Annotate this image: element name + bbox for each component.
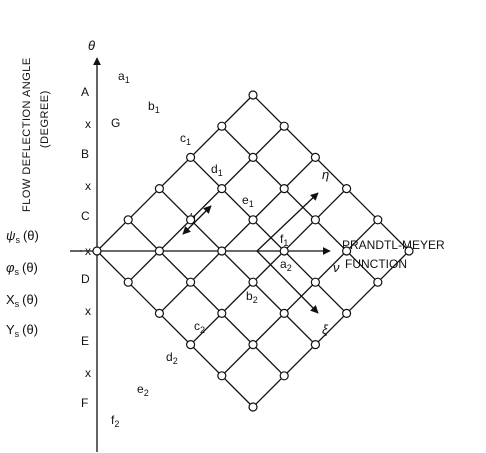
upper-label-c1: c1 (180, 131, 191, 147)
theta-symbol: θ (88, 38, 95, 53)
lower-label-d2: d2 (166, 350, 178, 366)
eta-symbol: η (322, 167, 329, 182)
lower-label-c2: c2 (194, 319, 205, 335)
nu-symbol: ν (333, 260, 340, 275)
grid-node (279, 184, 289, 194)
upper-label-e1: e1 (242, 193, 254, 209)
lower-label-f2: f2 (111, 413, 119, 429)
x-mark-1: x (85, 117, 91, 131)
grid-node (248, 340, 258, 350)
h-spacing-arrow (182, 205, 212, 235)
point-label-g: G (111, 116, 120, 130)
grid-node (217, 184, 227, 194)
down-characteristic-5 (252, 94, 410, 252)
grid-node (248, 152, 258, 162)
grid-node (279, 246, 289, 256)
point-label-d: D (81, 272, 90, 286)
lower-label-e2: e2 (137, 382, 149, 398)
grid-node (404, 246, 414, 256)
grid-nodes (92, 90, 414, 412)
grid-node (279, 371, 289, 381)
grid-node (248, 90, 258, 100)
grid-node (154, 246, 164, 256)
point-label-e: E (81, 334, 89, 348)
up-characteristic-3 (190, 188, 348, 346)
grid-node (248, 277, 258, 287)
grid-node (123, 277, 133, 287)
lower-label-a2: a2 (280, 257, 292, 273)
grid-node (217, 308, 227, 318)
grid-node (154, 308, 164, 318)
up-characteristic-1 (127, 125, 285, 283)
svg-text:Xs(θ): Xs(θ) (6, 292, 38, 309)
grid-node (154, 184, 164, 194)
svg-text:φs(θ): φs(θ) (6, 260, 38, 277)
grid-node (310, 340, 320, 350)
grid-node (342, 246, 352, 256)
svg-text:Ys(θ): Ys(θ) (6, 322, 38, 339)
down-characteristic-3 (190, 156, 348, 314)
down-characteristic-1 (127, 219, 285, 377)
grid-node (123, 215, 133, 225)
grid-node (186, 152, 196, 162)
grid-node (186, 215, 196, 225)
grid-node (248, 215, 258, 225)
xi-symbol: ξ (322, 322, 329, 337)
x-mark-3: x (85, 244, 91, 258)
theta-axis-title-line2: (DEGREE) (39, 90, 51, 148)
grid-node (217, 246, 227, 256)
grid-node (373, 215, 383, 225)
function-label-x: Xs(θ) (6, 292, 38, 309)
grid-node (186, 277, 196, 287)
grid-node (342, 308, 352, 318)
up-characteristic-4 (221, 219, 379, 377)
grid-node (217, 121, 227, 131)
function-label-psi: ψs(θ) (6, 228, 39, 245)
down-characteristic-2 (158, 188, 316, 346)
grid-node (186, 340, 196, 350)
svg-text:ψs(θ): ψs(θ) (6, 228, 39, 245)
up-characteristic-0 (96, 94, 254, 252)
down-characteristic-4 (221, 125, 379, 283)
grid-node (310, 152, 320, 162)
point-label-f: F (81, 396, 88, 410)
upper-label-b1: b1 (148, 99, 160, 115)
x-mark-5: x (85, 366, 91, 380)
point-label-c: C (81, 209, 90, 223)
lower-label-b2: b2 (246, 289, 258, 305)
x-mark-4: x (85, 304, 91, 318)
eta-axis (256, 192, 319, 252)
grid-node (310, 215, 320, 225)
grid-node (373, 277, 383, 287)
function-label-y: Ys(θ) (6, 322, 38, 339)
xi-axis (256, 250, 319, 314)
grid-node (279, 308, 289, 318)
nu-axis-title-line2: FUNCTION (345, 257, 407, 271)
point-label-a: A (81, 85, 89, 99)
up-characteristic-5 (252, 250, 410, 408)
x-mark-2: x (85, 179, 91, 193)
nu-axis-title-line1: PRANDTL-MEYER (342, 238, 445, 252)
grid-node (217, 371, 227, 381)
up-characteristic-2 (158, 156, 316, 314)
down-characteristic-0 (96, 250, 254, 408)
upper-label-a1: a1 (118, 69, 130, 85)
upper-label-d1: d1 (211, 162, 223, 178)
upper-label-f1: f1 (280, 232, 288, 248)
grid-node (310, 277, 320, 287)
theta-axis-title-line1: FLOW DEFLECTION ANGLE (21, 57, 33, 212)
point-label-b: B (81, 147, 89, 161)
function-label-phi: φs(θ) (6, 260, 38, 277)
grid-node (279, 121, 289, 131)
grid-node (248, 402, 258, 412)
grid-node (92, 246, 102, 256)
grid-node (342, 184, 352, 194)
